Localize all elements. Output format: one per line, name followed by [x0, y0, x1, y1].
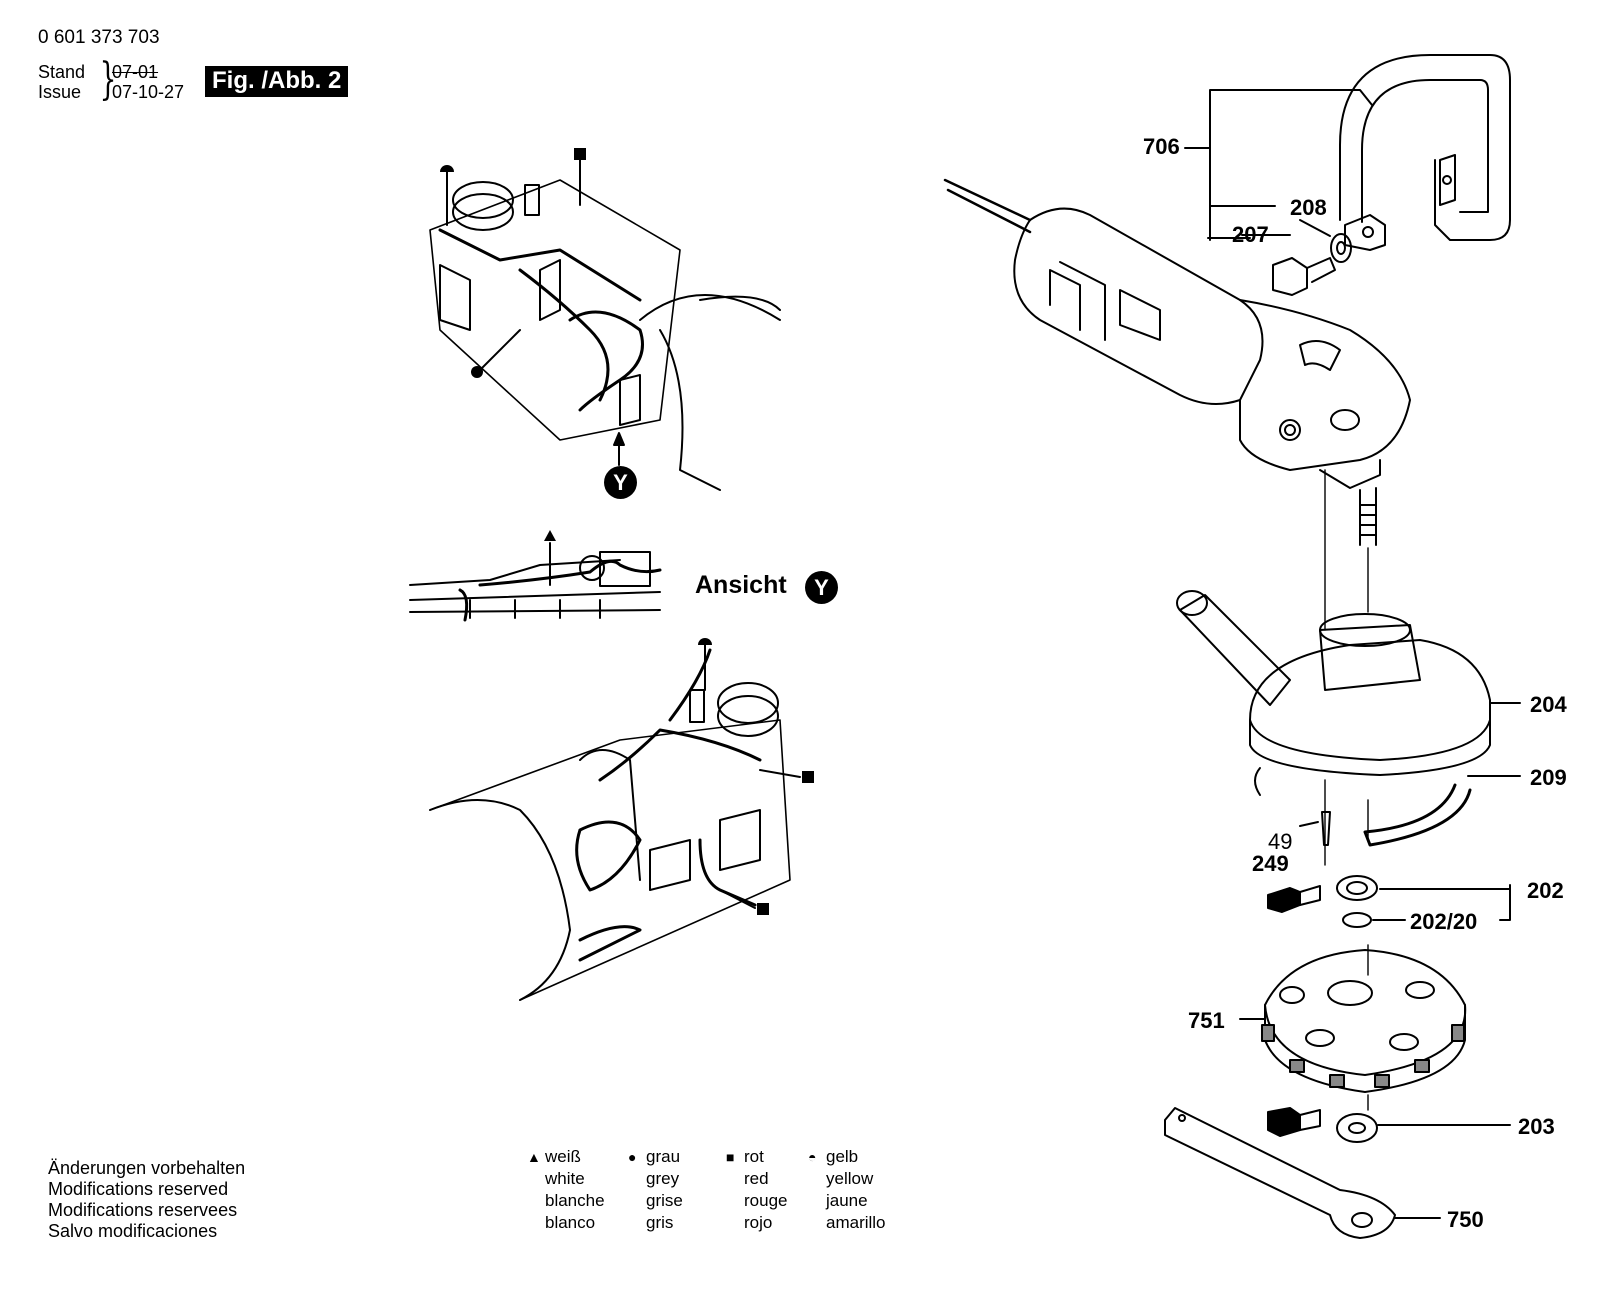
- legend-red: ■ rot red rouge rojo: [726, 1146, 788, 1234]
- legend-text: yellow: [826, 1169, 874, 1188]
- callout-49: 49: [1268, 829, 1293, 854]
- circle-icon: ●: [628, 1149, 637, 1165]
- issue-value: 07-10-27: [112, 82, 185, 102]
- legend-text: jaune: [826, 1191, 868, 1210]
- callout-751: 751: [1188, 1008, 1225, 1033]
- legend-text: grau: [646, 1147, 681, 1166]
- callout-208: 208: [1290, 195, 1327, 220]
- legend-white: ▲ weiß white blanche blanco: [527, 1146, 605, 1234]
- ansicht-view-drawing: [409, 542, 662, 622]
- view-marker-badge: Y: [805, 571, 838, 604]
- upper-wiring-detail: [429, 159, 781, 491]
- legend-text: rot: [744, 1147, 764, 1166]
- screw-drawing: [1299, 811, 1331, 846]
- callout-209: 209: [1530, 765, 1567, 790]
- callout-207: 207: [1232, 222, 1269, 247]
- legend-text: rouge: [744, 1191, 788, 1210]
- legend-text: white: [545, 1169, 585, 1188]
- washer-208-drawing: [1330, 233, 1352, 263]
- callout-203: 203: [1518, 1114, 1555, 1139]
- note-line: Modifications reserved: [48, 1179, 229, 1199]
- legend-yellow: ◓ gelb yellow jaune amarillo: [808, 1146, 886, 1234]
- legend-text: grise: [646, 1191, 683, 1210]
- clamping-nut-drawing: [1267, 1094, 1511, 1143]
- wheel-guard-drawing: [1176, 590, 1521, 776]
- callout-202: 202: [1527, 878, 1564, 903]
- angle-grinder-drawing: [943, 178, 1411, 631]
- square-icon: ■: [726, 1149, 735, 1165]
- note-line: Salvo modificaciones: [48, 1221, 218, 1241]
- lower-wiring-detail: [429, 644, 801, 1001]
- callout-750: 750: [1447, 1207, 1484, 1232]
- triangle-icon: ▲: [527, 1149, 541, 1165]
- legend-text: blanco: [545, 1213, 596, 1232]
- legend-text: red: [744, 1169, 769, 1188]
- cup-wheel-drawing: [1239, 944, 1467, 1093]
- legend-text: gris: [646, 1213, 674, 1232]
- modification-notes: Änderungen vorbehalten Modifications res…: [48, 1158, 245, 1242]
- figure-badge: Fig. /Abb. 2: [205, 66, 349, 97]
- legend-text: gelb: [826, 1147, 859, 1166]
- spanner-drawing: [1164, 1107, 1441, 1239]
- callout-706: 706: [1143, 134, 1180, 159]
- part-number: 0 601 373 703: [38, 27, 160, 48]
- brush-ring-drawing: [1254, 767, 1521, 866]
- legend-text: blanche: [545, 1191, 605, 1210]
- stand-label: Stand: [38, 62, 86, 82]
- legend-text: weiß: [545, 1147, 581, 1166]
- legend-text: rojo: [744, 1213, 773, 1232]
- callout-202-20: 202/20: [1410, 909, 1478, 934]
- legend-grey: ● grau grey grise gris: [628, 1146, 683, 1234]
- bolt-207-drawing: [1272, 257, 1336, 296]
- issue-label: Issue: [38, 82, 82, 102]
- ansicht-label: Ansicht: [695, 571, 787, 599]
- flange-202-drawing: [1267, 875, 1511, 928]
- legend-text: grey: [646, 1169, 680, 1188]
- side-handle-drawing: [1184, 54, 1511, 251]
- stand-value: 07-01: [112, 62, 159, 82]
- view-marker-badge: Y: [604, 466, 637, 499]
- callout-249: 249: [1252, 851, 1289, 876]
- half-circle-icon: ◓: [808, 1149, 817, 1165]
- note-line: Modifications reservees: [48, 1200, 238, 1220]
- legend-text: amarillo: [826, 1213, 886, 1232]
- callout-204: 204: [1530, 692, 1567, 717]
- note-line: Änderungen vorbehalten: [48, 1158, 246, 1178]
- curly-brace-icon: }: [99, 54, 117, 105]
